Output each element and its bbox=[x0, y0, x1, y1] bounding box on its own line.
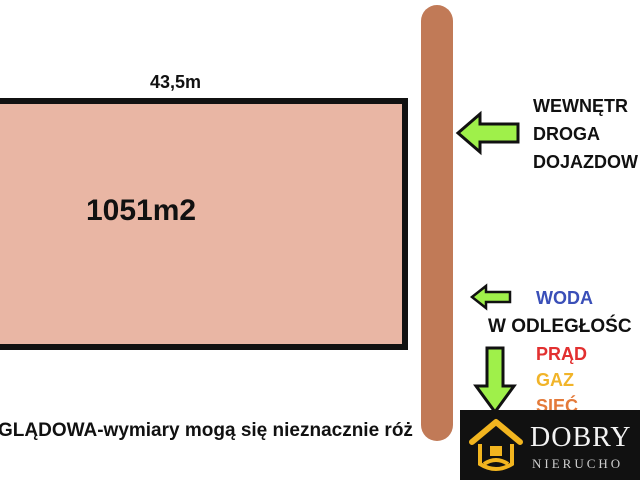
disclaimer-note: GLĄDOWA-wymiary mogą się nieznacznie róż bbox=[0, 420, 413, 441]
down-arrow-icon bbox=[473, 346, 517, 415]
logo-sub-text: NIERUCHO bbox=[532, 456, 624, 471]
water-arrow-icon bbox=[469, 283, 512, 311]
access-road bbox=[421, 5, 453, 441]
road-arrow-icon bbox=[455, 110, 520, 156]
plot-width-label: 43,5m bbox=[150, 72, 202, 92]
logo-brand-text: DOBRY bbox=[530, 422, 632, 453]
house-logo-icon bbox=[469, 419, 523, 471]
road-label-line1: WEWNĘTR bbox=[533, 96, 628, 116]
road-label-line3: DOJAZDOW bbox=[533, 152, 638, 172]
road-label-line2: DROGA bbox=[533, 124, 600, 144]
utility-gas: GAZ bbox=[536, 370, 574, 390]
plot-area-label: 1051m2 bbox=[86, 194, 197, 227]
utility-water: WODA bbox=[536, 288, 593, 308]
utility-power: PRĄD bbox=[536, 344, 588, 364]
agency-logo: DOBRY NIERUCHO bbox=[460, 410, 640, 480]
plot-rectangle bbox=[0, 98, 408, 350]
utility-distance-label: W ODLEGŁOŚC bbox=[488, 316, 632, 337]
